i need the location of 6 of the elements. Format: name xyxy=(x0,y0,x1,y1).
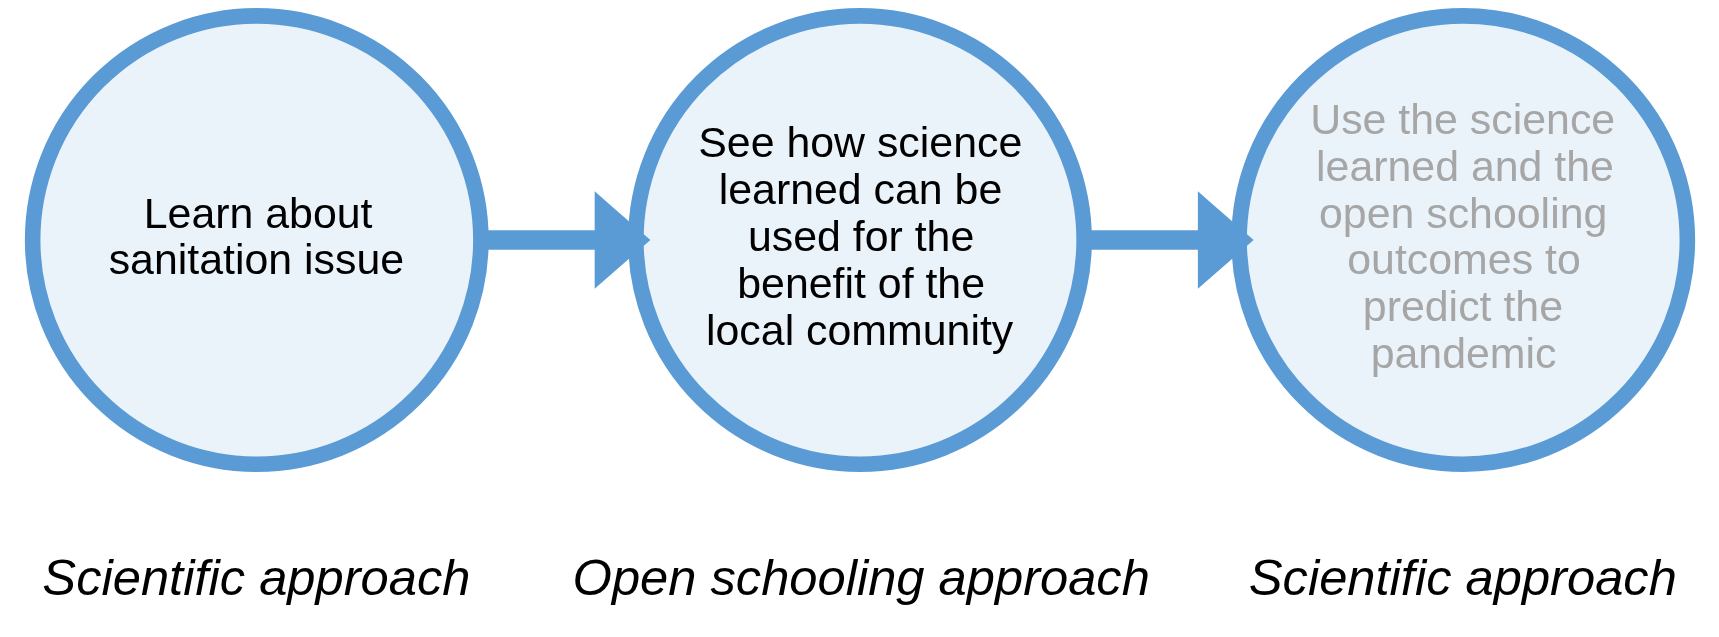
node-label: Scientific approach xyxy=(1248,549,1677,607)
node-circle: Learn about sanitation issue xyxy=(24,8,489,472)
node-circle: See how science learned can be used for the benefit of the local community xyxy=(627,8,1092,472)
node-label: Open schooling approach xyxy=(572,549,1150,607)
node-circle: Use the science learned and the open schooling outcomes to predict the pandemic xyxy=(1230,8,1695,472)
node-label: Scientific approach xyxy=(41,549,470,607)
